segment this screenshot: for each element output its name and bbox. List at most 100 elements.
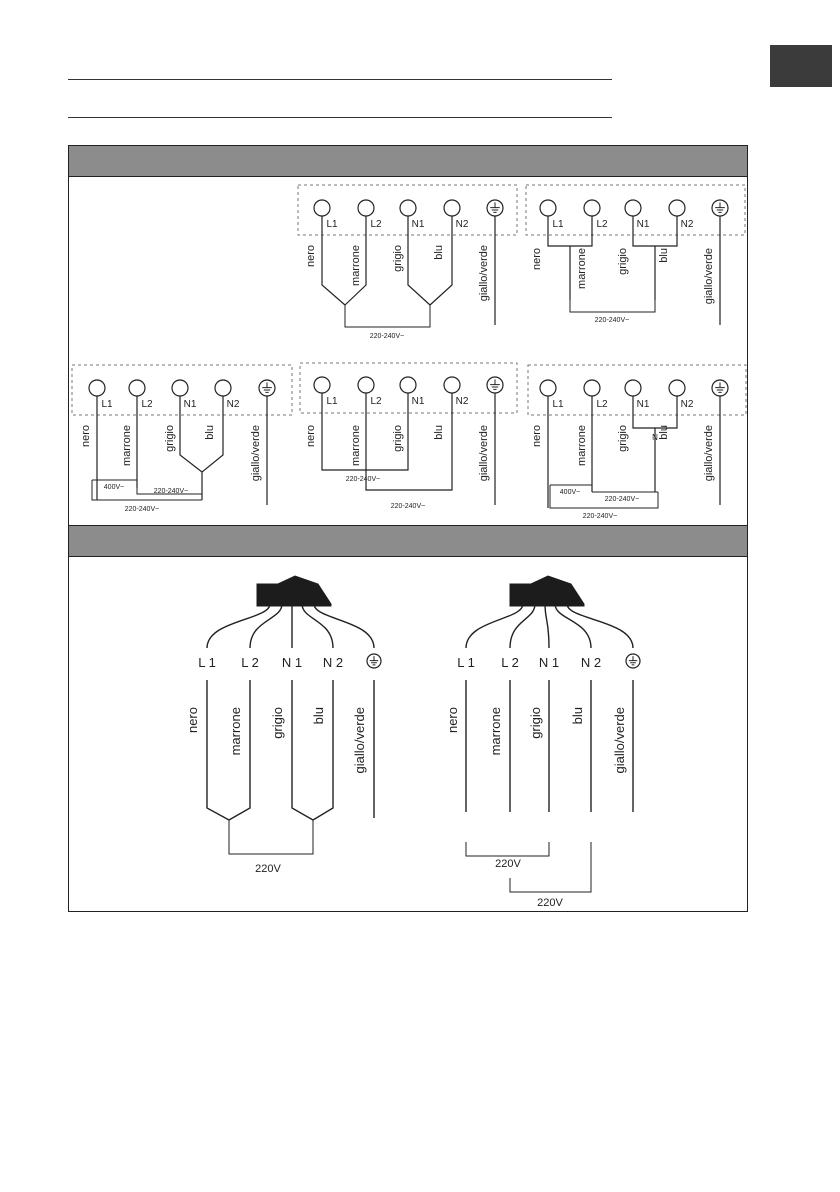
diagram4-label-marrone: marrone (350, 425, 362, 466)
diagram2-terminal-label-l1: L1 (552, 219, 564, 230)
cable-b-label-giallo-verde: giallo/verde (612, 707, 627, 774)
diagram2-terminal-l2 (583, 199, 601, 217)
diagram4-voltage-220-240-a: 220-240V~ (346, 476, 380, 483)
cable-b-terminal-label-n1: N 1 (539, 655, 559, 670)
diagram2-ground-ground-icon (715, 202, 725, 213)
diagram3-terminal-n2 (214, 379, 232, 397)
diagram3-label-grigio: grigio (164, 425, 176, 452)
diagram3-terminal-label-n2: N2 (227, 399, 240, 410)
diagram3-terminal-label-l1: L1 (101, 399, 113, 410)
cable-a-bracket-220v (228, 820, 314, 855)
cable-b-voltage-220v-b: 220V (537, 897, 563, 909)
diagram5-terminal-box (527, 364, 747, 416)
diagram5-voltage-220-240-inner: 220-240V~ (605, 496, 639, 503)
diagram5-wire-bridge-n (632, 396, 678, 492)
diagram1-terminal-n1 (399, 199, 417, 217)
diagram2-label-blu: blu (658, 248, 670, 263)
diagram5-bracket-outer (549, 485, 659, 509)
cable-b-ground-ground-icon (628, 656, 638, 666)
diagram5-voltage-400: 400V~ (560, 489, 580, 496)
cable-b-voltage-220v-a: 220V (495, 858, 521, 870)
section-tab (770, 45, 832, 87)
top-rule (68, 79, 612, 80)
diagram3-wire-pair-n (179, 396, 224, 500)
diagram2-wire-bridge-l (547, 216, 593, 300)
diagram4-terminal-label-l2: L2 (370, 396, 382, 407)
diagram4-terminal-label-n1: N1 (412, 396, 425, 407)
diagram2-terminal-l1 (539, 199, 557, 217)
diagram5-terminal-label-n1: N1 (637, 399, 650, 410)
cable-a-wire-curve-3 (301, 603, 334, 649)
cable-a-label-giallo-verde: giallo/verde (352, 707, 367, 774)
diagram4-label-grigio: grigio (392, 425, 404, 452)
diagram2-label-nero: nero (531, 248, 543, 270)
diagram5-label-n: N (652, 433, 658, 442)
diagram1-terminal-label-n2: N2 (456, 219, 469, 230)
diagram5-label-marrone: marrone (576, 425, 588, 466)
diagram3-terminal-box (71, 364, 293, 416)
diagram3-terminal-l1 (88, 379, 106, 397)
diagram1-wire-pair-l (321, 216, 367, 306)
diagram2-terminal-box (525, 184, 746, 236)
diagram2-wire-bridge-n (632, 216, 678, 300)
cable-b-terminal-label-l1: L 1 (457, 655, 475, 670)
diagram1-terminal-n2 (443, 199, 461, 217)
diagram5-voltage-220-240-outer: 220-240V~ (583, 513, 617, 520)
diagram2-terminal-label-n1: N1 (637, 219, 650, 230)
diagram1-label-marrone: marrone (350, 245, 362, 286)
cable-b-label-nero: nero (445, 707, 460, 733)
cable-a-label-nero: nero (185, 707, 200, 733)
diagram5-terminal-label-l2: L2 (596, 399, 608, 410)
cable-b-terminal-label-n2: N 2 (581, 655, 601, 670)
cable-a-wire-curve-1 (249, 603, 283, 649)
cable-a-ground-ground-icon (369, 656, 379, 666)
diagram4-label-giallo-verde: giallo/verde (478, 425, 490, 481)
diagram5-label-blu: blu (658, 425, 670, 440)
diagram1-wire-pair-n (407, 216, 453, 306)
diagram2-voltage-220-240: 220-240V~ (595, 317, 629, 324)
cable-a-wire-curve-0 (206, 603, 271, 649)
diagram4-ground-ground-icon (490, 379, 500, 390)
diagram1-label-giallo-verde: giallo/verde (478, 245, 490, 301)
cable-b-terminal-label-l2: L 2 (501, 655, 519, 670)
diagram3-voltage-400: 400V~ (104, 484, 124, 491)
diagram4-voltage-220-240-b: 220-240V~ (391, 503, 425, 510)
diagram1-label-grigio: grigio (392, 245, 404, 272)
cable-b-wire-curve-2 (544, 603, 550, 649)
cable-a-terminal-label-l1: L 1 (198, 655, 216, 670)
cable-a-terminal-label-l2: L 2 (241, 655, 259, 670)
cable-a-label-marrone: marrone (228, 707, 243, 755)
diagram2-terminal-label-l2: L2 (596, 219, 608, 230)
diagram1-terminal-label-n1: N1 (412, 219, 425, 230)
diagram3-label-marrone: marrone (121, 425, 133, 466)
cable-b-label-blu: blu (570, 707, 585, 724)
cable-a-label-grigio: grigio (270, 707, 285, 739)
diagram5-terminal-n2 (668, 379, 686, 397)
diagram2-bracket-220-240 (569, 300, 656, 313)
diagram4-terminal-l1 (313, 376, 331, 394)
header-bar-terminal-connections (68, 145, 748, 177)
cable-b-bracket-220v-b (509, 842, 592, 893)
cable-b-label-marrone: marrone (488, 707, 503, 755)
diagram5-ground-ground-icon (715, 382, 725, 393)
cable-b-wire-curve-0 (465, 603, 524, 649)
diagram1-terminal-label-l2: L2 (370, 219, 382, 230)
diagram1-ground-ground-icon (490, 202, 500, 213)
diagram3-voltage-220-240-outer: 220-240V~ (125, 506, 159, 513)
header-bar-cable-connections (68, 525, 748, 557)
diagram5-label-grigio: grigio (617, 425, 629, 452)
diagram5-terminal-l2 (583, 379, 601, 397)
diagram2-terminal-n1 (624, 199, 642, 217)
diagram3-voltage-220-240-inner: 220-240V~ (154, 488, 188, 495)
diagram4-terminal-n2 (443, 376, 461, 394)
diagram3-bracket-220-240-inner (136, 488, 202, 495)
diagram2-label-grigio: grigio (617, 248, 629, 275)
diagram5-label-nero: nero (531, 425, 543, 447)
diagram5-terminal-n1 (624, 379, 642, 397)
diagram2-terminal-label-n2: N2 (681, 219, 694, 230)
cable-a-wire-curve-4 (313, 603, 375, 649)
diagram5-terminal-label-l1: L1 (552, 399, 564, 410)
diagram5-terminal-l1 (539, 379, 557, 397)
diagram3-label-giallo-verde: giallo/verde (250, 425, 262, 481)
